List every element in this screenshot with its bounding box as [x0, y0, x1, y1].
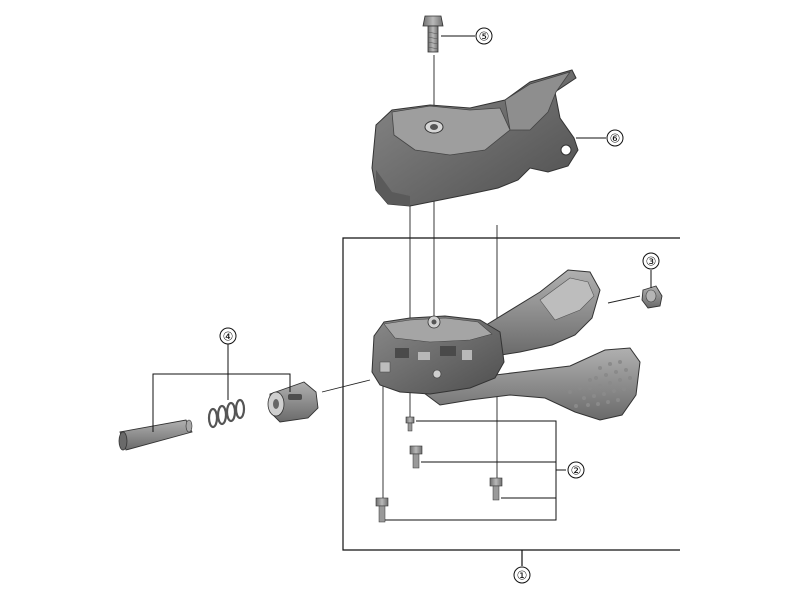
screw-c	[489, 477, 503, 501]
screw-d	[375, 497, 389, 523]
upper-cover-part	[371, 69, 579, 207]
callout-marker-6: ⑥	[606, 129, 624, 147]
screw-b	[409, 445, 423, 469]
small-cap-part	[641, 285, 663, 309]
callout-label-3: ③	[646, 255, 657, 269]
callout-marker-1: ①	[513, 566, 531, 584]
barrel-adjuster-part	[118, 381, 319, 451]
paddle-grip-texture	[568, 360, 632, 408]
callout-2-leaders	[385, 420, 566, 521]
callout-leaders	[441, 35, 652, 288]
callout-label-5: ⑤	[479, 30, 490, 44]
screw-set-part	[375, 416, 503, 523]
assembly-bracket	[342, 237, 680, 566]
callout-marker-2: ②	[567, 461, 585, 479]
callout-label-6: ⑥	[610, 132, 621, 146]
callout-label-2: ②	[571, 464, 582, 478]
lever-body-part	[371, 269, 641, 421]
callout-marker-3: ③	[642, 252, 660, 270]
screw-a	[405, 416, 415, 432]
callout-4-leaders	[152, 344, 291, 432]
top-bolt-part	[422, 15, 444, 53]
callout-marker-5: ⑤	[475, 27, 493, 45]
callout-label-1: ①	[517, 569, 528, 583]
callout-marker-4: ④	[219, 327, 237, 345]
spring	[207, 398, 246, 429]
callout-label-4: ④	[223, 330, 234, 344]
